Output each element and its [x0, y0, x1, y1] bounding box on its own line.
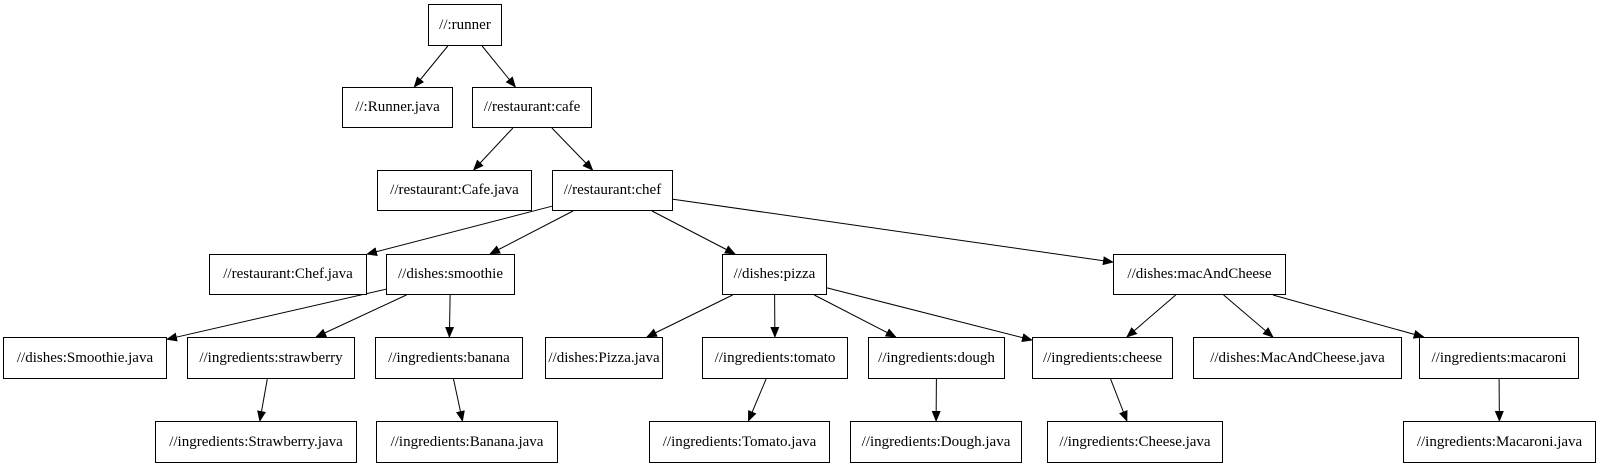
edge-smoothie-to-strawberry: [315, 294, 407, 338]
graph-node-label: //ingredients:macaroni: [1431, 349, 1567, 366]
edge-chef-to-macandcheese: [672, 198, 1114, 266]
edge-macandcheese-to-macandcheese_java: [1223, 294, 1274, 338]
graph-node-pizza_java: //dishes:Pizza.java: [545, 337, 663, 379]
graph-node-label: //dishes:smoothie: [398, 266, 503, 282]
graph-node-label: //dishes:MacAndCheese.java: [1210, 349, 1385, 366]
graph-node-macandcheese: //dishes:macAndCheese: [1113, 254, 1286, 295]
graph-node-label: //ingredients:dough: [878, 349, 995, 366]
edge-banana-to-banana_java: [453, 378, 465, 422]
graph-node-label: //dishes:Smoothie.java: [16, 349, 154, 366]
graph-node-banana_java: //ingredients:Banana.java: [376, 421, 558, 463]
graph-node-runner: //:runner: [428, 4, 502, 46]
graph-node-strawberry: //ingredients:strawberry: [187, 337, 355, 379]
edge-pizza-to-cheese: [826, 287, 1033, 342]
graph-node-dough_java: //ingredients:Dough.java: [850, 421, 1022, 463]
graph-node-pizza: //dishes:pizza: [722, 254, 827, 295]
graph-node-label: //dishes:macAndCheese: [1127, 266, 1272, 282]
graph-node-label: //ingredients:Cheese.java: [1059, 433, 1211, 450]
edge-pizza-to-dough: [814, 294, 897, 338]
graph-node-label: //restaurant:chef: [563, 182, 662, 198]
edge-runner-to-cafe: [481, 45, 517, 88]
graph-node-cafe_java: //restaurant:Cafe.java: [377, 170, 532, 211]
edge-runner-to-runner_java: [413, 45, 449, 88]
graph-node-label: //restaurant:Chef.java: [223, 266, 353, 282]
edge-smoothie-to-smoothie_java: [166, 288, 387, 342]
graph-node-label: //restaurant:Cafe.java: [390, 182, 519, 198]
edge-pizza-to-pizza_java: [646, 294, 733, 338]
edge-cafe-to-cafe_java: [472, 127, 514, 171]
graph-node-cafe: //restaurant:cafe: [472, 87, 592, 128]
graph-node-smoothie: //dishes:smoothie: [386, 254, 515, 295]
graph-node-label: //restaurant:cafe: [483, 99, 581, 115]
graph-node-label: //:runner: [439, 16, 491, 33]
graph-node-cheese_java: //ingredients:Cheese.java: [1047, 421, 1223, 463]
graph-node-label: //ingredients:Banana.java: [390, 433, 544, 450]
graph-node-cheese: //ingredients:cheese: [1032, 337, 1173, 379]
graph-node-banana: //ingredients:banana: [375, 337, 523, 379]
edge-chef-to-smoothie: [489, 210, 574, 255]
graph-node-label: //dishes:Pizza.java: [548, 349, 660, 366]
graph-node-label: //ingredients:Dough.java: [861, 433, 1011, 450]
graph-node-chef: //restaurant:chef: [552, 170, 673, 211]
graph-node-tomato: //ingredients:tomato: [702, 337, 848, 379]
graph-node-macaroni: //ingredients:macaroni: [1419, 337, 1579, 379]
graph-node-label: //ingredients:Strawberry.java: [169, 433, 343, 450]
graph-node-dough: //ingredients:dough: [868, 337, 1005, 379]
graph-node-runner_java: //:Runner.java: [342, 87, 453, 128]
graph-node-chef_java: //restaurant:Chef.java: [209, 254, 367, 295]
edge-macandcheese-to-macaroni: [1272, 294, 1425, 339]
edge-tomato-to-tomato_java: [747, 378, 767, 422]
graph-node-label: //dishes:pizza: [733, 266, 816, 282]
edge-cafe-to-chef: [551, 127, 594, 171]
graph-node-label: //ingredients:strawberry: [199, 349, 343, 366]
graph-node-label: //ingredients:banana: [388, 349, 510, 366]
edge-strawberry-to-strawberry_java: [257, 378, 268, 422]
graph-node-smoothie_java: //dishes:Smoothie.java: [3, 337, 167, 379]
graph-node-macandcheese_java: //dishes:MacAndCheese.java: [1193, 337, 1402, 379]
graph-node-label: //ingredients:cheese: [1042, 349, 1163, 366]
graph-node-label: //:Runner.java: [355, 99, 440, 115]
graph-node-macaroni_java: //ingredients:Macaroni.java: [1403, 421, 1596, 463]
edge-chef-to-pizza: [651, 210, 736, 255]
graph-node-label: //ingredients:tomato: [714, 349, 836, 366]
graph-node-strawberry_java: //ingredients:Strawberry.java: [155, 421, 357, 463]
edge-macandcheese-to-cheese: [1126, 294, 1177, 338]
graph-node-label: //ingredients:Tomato.java: [662, 433, 817, 450]
edge-chef-to-chef_java: [366, 205, 553, 256]
edge-cheese-to-cheese_java: [1110, 378, 1128, 422]
graph-node-tomato_java: //ingredients:Tomato.java: [649, 421, 830, 463]
graph-node-label: //ingredients:Macaroni.java: [1416, 433, 1583, 450]
edge-smoothie-to-banana: [445, 294, 455, 338]
